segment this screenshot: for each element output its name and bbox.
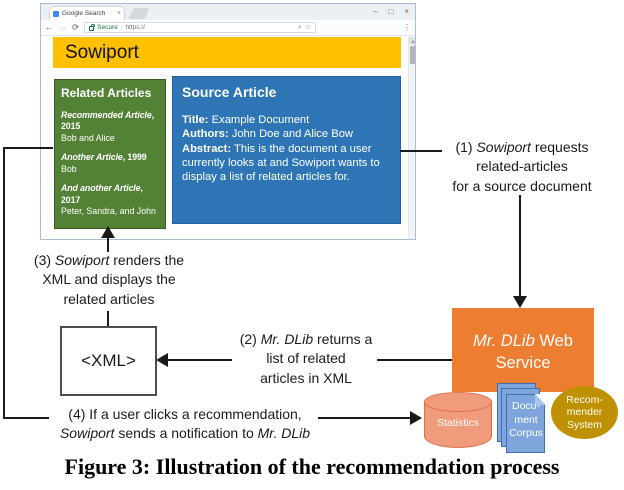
connector-step2-left [168,359,232,361]
arrowhead-into-xml [156,353,168,367]
related-article-item[interactable]: Another Article, 1999 Bob [61,152,159,175]
url-text: https:// [125,24,145,31]
browser-menu-icon[interactable]: ⋮ [403,23,411,32]
connector-step4-left [3,147,5,419]
connector-step3-top [107,238,109,252]
related-article-item[interactable]: Recommended Article, 2015 Bob and Alice [61,110,159,144]
cylinder-top [424,392,492,412]
source-field-title: Title: Example Document [182,114,310,126]
connector-step4-bottom [3,417,49,419]
arrowhead-into-service [513,296,527,308]
annotation-step4: (4) If a user clicks a recommendation,So… [59,406,311,442]
connector-step4-top [3,147,53,149]
article-heading: Another Article, 1999 [61,152,147,163]
sowiport-header: Sowiport [53,37,401,68]
browser-toolbar: ← → ⟳ Secure | https:// ⌕ ☆ [41,20,415,36]
browser-window: Google Search × – □ × ← → ⟳ Secure | htt… [40,3,416,240]
connector-step3-bottom [107,311,109,326]
article-authors: Peter, Sandra, and John [61,205,156,216]
close-icon[interactable]: × [404,7,409,16]
xml-label: <XML> [81,351,136,370]
favicon-icon [53,10,59,17]
source-field-authors: Authors: John Doe and Alice Bow [182,128,353,141]
article-heading: And another Article, 2017 [61,183,143,205]
scroll-up-icon[interactable] [409,37,415,45]
secure-label: Secure [97,24,118,31]
search-icon[interactable]: ⌕ [297,24,302,31]
tab-title: Google Search [62,10,106,17]
connector-step4-arrowline [318,417,410,419]
related-articles-title: Related Articles [61,86,152,100]
connector-step1 [400,150,442,152]
figure-caption: Figure 3: Illustration of the recommenda… [64,454,560,479]
scrollbar[interactable] [408,36,415,239]
maximize-icon[interactable]: □ [388,7,394,16]
document-corpus: Docu- ment Corpus [497,383,549,455]
statistics-database: Statistics [424,392,492,448]
source-article-panel: Source Article Title: Example Document A… [172,76,401,224]
browser-tabstrip: Google Search × – □ × [41,4,415,20]
new-tab-button[interactable] [128,8,150,19]
article-authors: Bob and Alice [61,132,115,143]
back-icon[interactable]: ← [45,22,54,33]
document-corpus-label: Docu- ment Corpus [509,400,543,440]
related-articles-panel: Related Articles Recommended Article, 20… [54,79,166,229]
reload-icon[interactable]: ⟳ [72,22,80,33]
connector-step2-right [377,359,452,361]
forward-icon: → [58,22,68,33]
related-article-item[interactable]: And another Article, 2017 Peter, Sandra,… [61,183,159,217]
page-front [506,393,546,453]
browser-tab[interactable]: Google Search × [49,6,125,20]
scroll-thumb[interactable] [409,46,415,64]
recommender-system: Recom- mender System [551,386,618,439]
arrowhead-into-related [101,226,115,238]
bookmark-star-icon[interactable]: ☆ [304,24,312,31]
tab-close-icon[interactable]: × [116,10,121,17]
minimize-icon[interactable]: – [373,7,378,16]
address-separator: | [120,24,123,31]
address-bar[interactable]: Secure | https:// ⌕ ☆ [84,22,317,33]
connector-step1-down [519,195,521,297]
arrowhead-into-statistics [410,411,422,425]
article-authors: Bob [61,163,77,174]
xml-box: <XML> [60,326,157,396]
page-fold-icon [534,393,546,405]
article-heading: Recommended Article, 2015 [61,110,155,132]
source-field-abstract: Abstract: This is the document a user cu… [182,142,380,184]
sowiport-title: Sowiport [65,41,139,63]
lock-icon [89,23,96,31]
source-article-title: Source Article [182,84,277,100]
statistics-label: Statistics [436,417,479,429]
